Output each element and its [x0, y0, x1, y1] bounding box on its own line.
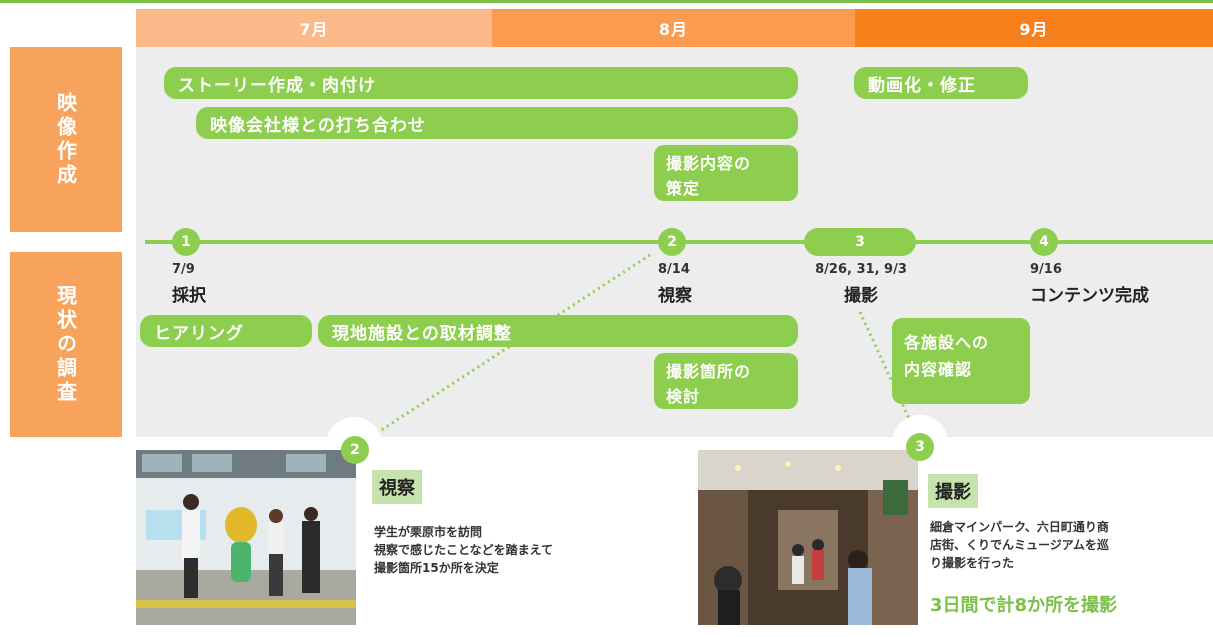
milestone-2-date: 8/14 — [658, 262, 690, 277]
top-accent-line — [0, 0, 1213, 3]
milestone-1-label: 採択 — [172, 286, 206, 306]
month-september: 9月 — [855, 9, 1213, 47]
milestone-3-marker: 3 — [804, 228, 916, 256]
task-shoot-plan-line1: 撮影内容の — [666, 154, 752, 173]
milestone-1-date: 7/9 — [172, 262, 195, 277]
milestone-4-label: コンテンツ完成 — [1030, 286, 1149, 306]
site-visit-photo — [136, 450, 356, 625]
task-hearing: ヒアリング — [140, 315, 312, 347]
task-confirm-line1: 各施設への — [904, 333, 990, 352]
task-meeting: 映像会社様との打ち合わせ — [196, 107, 798, 139]
task-story: ストーリー作成・肉付け — [164, 67, 798, 99]
milestone-2-label: 視察 — [658, 286, 692, 306]
detail-3-highlight: 3日間で計8か所を撮影 — [930, 595, 1118, 616]
detail-2-marker: 2 — [341, 436, 369, 464]
detail-3-marker: 3 — [906, 433, 934, 461]
task-location-line1: 撮影箇所の — [666, 362, 752, 381]
month-july: 7月 — [136, 9, 492, 47]
detail-2-line2: 視察で感じたことなどを踏まえて — [374, 543, 554, 557]
task-confirm-line2: 内容確認 — [904, 360, 973, 379]
task-shoot-plan-line2: 策定 — [666, 179, 701, 198]
detail-2-line1: 学生が栗原市を訪問 — [374, 525, 483, 539]
milestone-3-date: 8/26, 31, 9/3 — [815, 262, 907, 277]
detail-3-description: 細倉マインパーク、六日町通り商 店街、くりでんミュージアムを巡 り撮影を行った — [930, 518, 1109, 572]
task-confirm: 各施設への 内容確認 — [892, 318, 1030, 404]
side-label-survey: 現状の調査 — [10, 252, 122, 437]
side-label-video: 映像作成 — [10, 47, 122, 232]
detail-2-description: 学生が栗原市を訪問 視察で感じたことなどを踏まえて 撮影箇所15か所を決定 — [374, 523, 553, 577]
detail-2-line3: 撮影箇所15か所を決定 — [374, 561, 499, 575]
milestone-4-date: 9/16 — [1030, 262, 1062, 277]
connector-2 — [359, 253, 651, 446]
milestone-3-label: 撮影 — [844, 286, 878, 306]
milestone-1-marker: 1 — [172, 228, 200, 256]
detail-3-line1: 細倉マインパーク、六日町通り商 — [930, 520, 1109, 534]
task-location-line2: 検討 — [666, 387, 701, 406]
milestone-2-marker: 2 — [658, 228, 686, 256]
task-coverage: 現地施設との取材調整 — [318, 315, 798, 347]
milestone-4-marker: 4 — [1030, 228, 1058, 256]
month-august: 8月 — [492, 9, 855, 47]
task-shoot-plan: 撮影内容の 策定 — [654, 145, 798, 201]
detail-3-line3: り撮影を行った — [930, 556, 1015, 570]
detail-2-title: 視察 — [372, 470, 422, 504]
task-location: 撮影箇所の 検討 — [654, 353, 798, 409]
detail-3-line2: 店街、くりでんミュージアムを巡 — [930, 538, 1109, 552]
task-edit: 動画化・修正 — [854, 67, 1028, 99]
filming-photo — [698, 450, 918, 625]
detail-3-title: 撮影 — [928, 474, 978, 508]
